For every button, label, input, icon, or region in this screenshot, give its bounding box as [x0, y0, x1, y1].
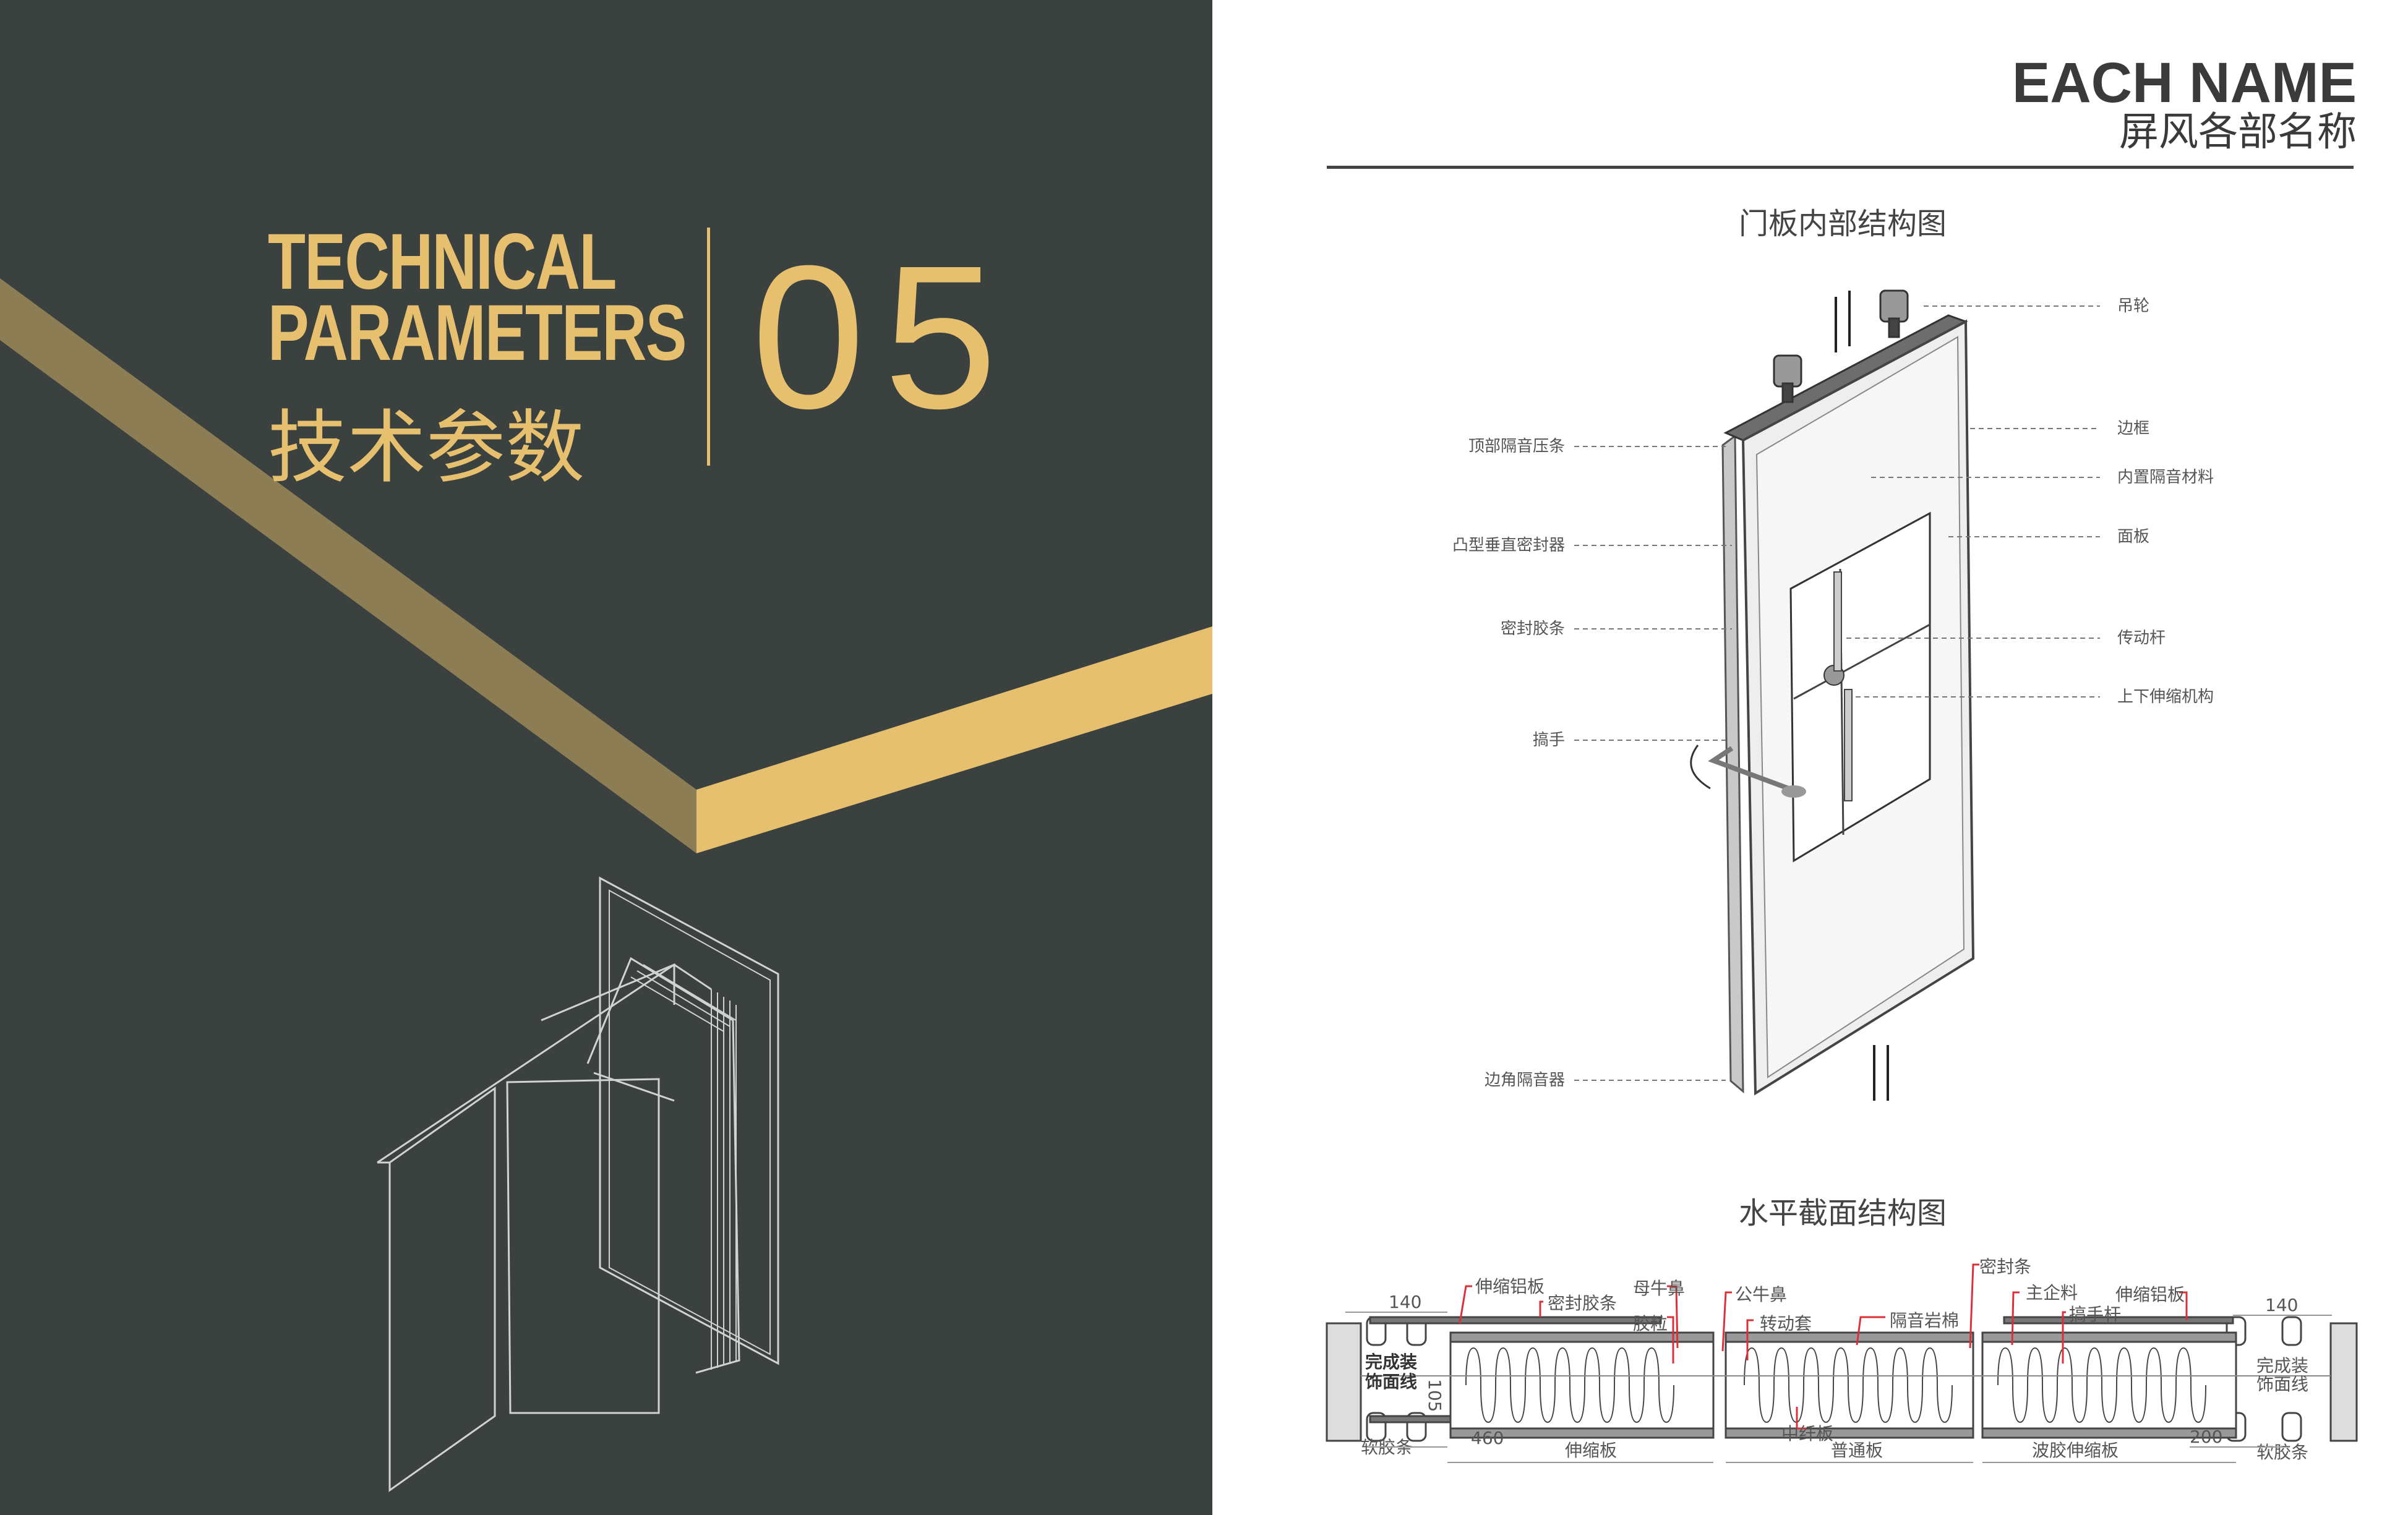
title-cn: 技术参数 [268, 402, 585, 494]
label-vertical-seal: 凸型垂直密封器 [1452, 536, 1565, 555]
label-male-nose: 公牛鼻 [1735, 1284, 1787, 1305]
label-telescopic-al-right: 伸缩铝板 [2115, 1284, 2185, 1305]
label-telescopic-mechanism: 上下伸缩机构 [2117, 688, 2214, 706]
door-left-labels: 顶部隔音压条 凸型垂直密封器 密封胶条 搞手 边角隔音器 [1452, 437, 1565, 1090]
label-seal-rubber: 密封胶条 [1501, 620, 1565, 638]
door-illustration [1690, 289, 1975, 1101]
label-handle: 搞手 [1533, 731, 1565, 749]
label-handle-rod: 搞手杆 [2069, 1304, 2121, 1325]
title-en-line2: PARAMETERS [268, 289, 687, 377]
header-rule [1327, 166, 2354, 169]
dim-right-gap: 140 [2265, 1295, 2298, 1315]
section-number: 05 [752, 223, 1016, 451]
dimension-lines [1345, 1312, 2332, 1463]
label-seal-strip-left: 密封胶条 [1548, 1293, 1617, 1313]
label-face-panel: 面板 [2117, 527, 2149, 546]
gold-stripe-bright [696, 626, 1212, 853]
label-mdf: 中纤板 [1781, 1423, 1833, 1444]
section-labels: 伸缩铝板 密封胶条 母牛鼻 胶粒 公牛鼻 转动套 隔音岩棉 密封条 主企料 搞手… [1361, 1257, 2308, 1462]
label-soft-strip-right: 软胶条 [2256, 1442, 2308, 1462]
leader-lines [1574, 305, 2100, 1081]
label-panel-telescopic: 伸缩板 [1565, 1440, 1617, 1461]
dim-left-stroke: 460 [1471, 1428, 1504, 1448]
title-en-line1: TECHNICAL [268, 218, 617, 306]
door-right-labels: 吊轮 边框 内置隔音材料 面板 传动杆 上下伸缩机构 [2117, 297, 2214, 706]
door-diagram-title: 门板内部结构图 [1739, 207, 1947, 241]
label-hanging-wheel: 吊轮 [2117, 297, 2149, 315]
section-diagram-title: 水平截面结构图 [1739, 1196, 1947, 1231]
label-rubber-grain: 胶粒 [1633, 1313, 1668, 1334]
diagrams: 门板内部结构图 顶部隔音压条 凸型垂 [1326, 207, 2358, 1463]
label-female-nose: 母牛鼻 [1633, 1278, 1685, 1299]
section-illustration [1326, 1316, 2358, 1442]
decorative-graphics [0, 278, 1212, 1492]
label-telescopic-al-left: 伸缩铝板 [1475, 1276, 1545, 1297]
header-title-en: EACH NAME [2012, 51, 2357, 114]
label-finish-line-left-1: 完成装 [1365, 1352, 1417, 1372]
cover-panel: TECHNICAL PARAMETERS 技术参数 05 [0, 0, 1212, 1515]
arrows [1835, 291, 1889, 1101]
label-finish-line-right-2: 饰面线 [2256, 1374, 2308, 1394]
label-top-seal-strip: 顶部隔音压条 [1468, 437, 1565, 456]
label-main-profile: 主企料 [2026, 1282, 2078, 1303]
label-corner-seal: 边角隔音器 [1485, 1071, 1565, 1090]
header-title-cn: 屏风各部名称 [2119, 109, 2357, 155]
dim-left-gap: 140 [1389, 1292, 1421, 1312]
label-finish-line-left-2: 饰面线 [1365, 1372, 1417, 1392]
label-panel-normal: 普通板 [1831, 1440, 1883, 1461]
dim-thickness: 105 [1425, 1379, 1445, 1412]
screen-line-drawing [377, 876, 779, 1492]
label-insulation: 内置隔音材料 [2117, 468, 2214, 487]
label-finish-line-right-1: 完成装 [2256, 1355, 2308, 1376]
hanging-wheel [1773, 289, 1909, 403]
label-panel-wave: 波胶伸缩板 [2032, 1440, 2119, 1461]
dim-right-stroke: 200 [2190, 1427, 2222, 1447]
title-divider [707, 228, 710, 466]
gold-stripe-dark [0, 278, 696, 853]
label-rock-wool: 隔音岩棉 [1890, 1310, 1959, 1331]
red-leader-lines [1459, 1263, 2188, 1430]
label-seal: 密封条 [1979, 1257, 2031, 1277]
content-panel: EACH NAME 屏风各部名称 门板内部结构图 [1212, 0, 2408, 1515]
label-rotating-sleeve: 转动套 [1760, 1313, 1812, 1334]
label-drive-rod: 传动杆 [2117, 629, 2166, 647]
label-frame: 边框 [2117, 419, 2149, 438]
